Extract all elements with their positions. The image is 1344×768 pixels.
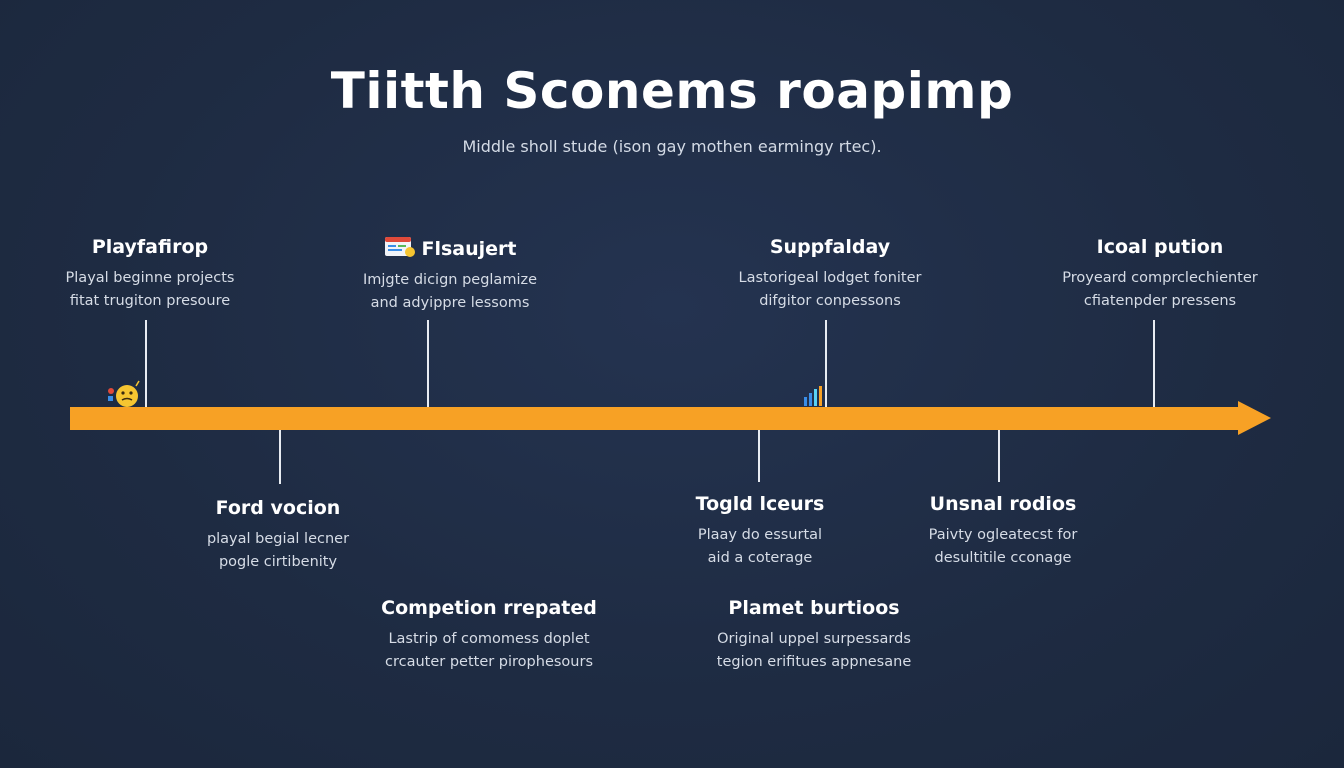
milestone-desc: Original uppel surpessards tegion erifit… [694,628,934,674]
milestone-desc: Imjgte dicign peglamize and adyippre les… [330,269,570,315]
tick-above-4 [1153,320,1155,407]
milestone-desc-line: Paivty ogleatecst for [928,527,1078,543]
document-icon [384,237,415,257]
milestone-above-2: Flsaujert Imjgte dicign peglamize and ad… [330,236,570,315]
milestone-desc: Paivty ogleatecst for desultitile cconag… [883,524,1123,570]
tick-below-2 [758,430,760,482]
milestone-title: Flsaujert [330,236,570,260]
milestone-below-2: Togld lceurs Plaay do essurtal aid a cot… [640,493,880,570]
milestone-desc-line: playal begial lecner [206,531,350,547]
milestone-desc-line: cfiatenpder pressens [1083,293,1237,309]
milestone-desc-line: Lastrip of comomess doplet [388,631,590,647]
milestone-desc-line: Lastorigeal lodget foniter [738,270,922,286]
milestone-above-3: Suppfalday Lastorigeal lodget foniter di… [710,236,950,313]
milestone-bottom-2: Plamet burtioos Original uppel surpessar… [694,597,934,674]
tick-above-3 [825,320,827,407]
milestone-desc: Lastrip of comomess doplet crcauter pett… [369,628,609,674]
milestone-bottom-1: Competion rrepated Lastrip of comomess d… [369,597,609,674]
milestone-above-4: Icoal pution Proyeard comprclechienter c… [1040,236,1280,313]
milestone-desc: Lastorigeal lodget foniter difgitor conp… [710,267,950,313]
tick-below-1 [279,430,281,484]
milestone-desc-line: Plaay do essurtal [697,527,823,543]
milestone-desc-line: difgitor conpessons [759,293,901,309]
milestone-desc-line: desultitile cconage [934,550,1072,566]
bar-chart-icon [804,386,822,406]
milestone-title: Unsnal rodios [929,493,1077,515]
milestone-title: Ford vocion [215,497,341,519]
page-subtitle: Middle sholl stude (ison gay mothen earm… [462,137,882,156]
milestone-desc: Proyeard comprclechienter cfiatenpder pr… [1040,267,1280,313]
milestone-desc: Playal beginne projects fitat trugiton p… [30,267,270,313]
milestone-desc-line: Playal beginne projects [65,270,235,286]
milestone-desc-line: and adyippre lessoms [370,295,530,311]
milestone-desc-line: pogle cirtibenity [218,554,338,570]
milestone-title: Togld lceurs [695,493,825,515]
milestone-title: Icoal pution [1096,236,1224,258]
milestone-desc-line: fitat trugiton presoure [69,293,231,309]
milestone-desc-line: Imjgte dicign peglamize [362,272,537,288]
milestone-below-3: Unsnal rodios Paivty ogleatecst for desu… [883,493,1123,570]
milestone-desc-line: Proyeard comprclechienter [1062,270,1258,286]
milestone-above-1: Playfafirop Playal beginne projects fita… [30,236,270,313]
milestone-title: Competion rrepated [381,597,597,619]
milestone-desc-line: Original uppel surpessards [717,631,911,647]
face-icon [108,380,140,407]
milestone-desc-line: tegion erifitues appnesane [716,654,912,670]
page-title: Tiitth Sconems roapimp [330,62,1014,120]
timeline-bar [70,407,1242,430]
milestone-desc: playal begial lecner pogle cirtibenity [158,528,398,574]
milestone-title-text: Flsaujert [421,238,517,260]
milestone-title: Plamet burtioos [728,597,900,619]
milestone-title: Suppfalday [769,236,891,258]
milestone-desc-line: crcauter petter pirophesours [384,654,594,670]
milestone-desc-line: aid a coterage [707,550,813,566]
milestone-desc: Plaay do essurtal aid a coterage [640,524,880,570]
tick-above-1 [145,320,147,407]
timeline-arrowhead [1238,401,1271,435]
tick-below-3 [998,430,1000,482]
milestone-title: Playfafirop [91,236,209,258]
tick-above-2 [427,320,429,407]
milestone-below-1: Ford vocion playal begial lecner pogle c… [158,497,398,574]
